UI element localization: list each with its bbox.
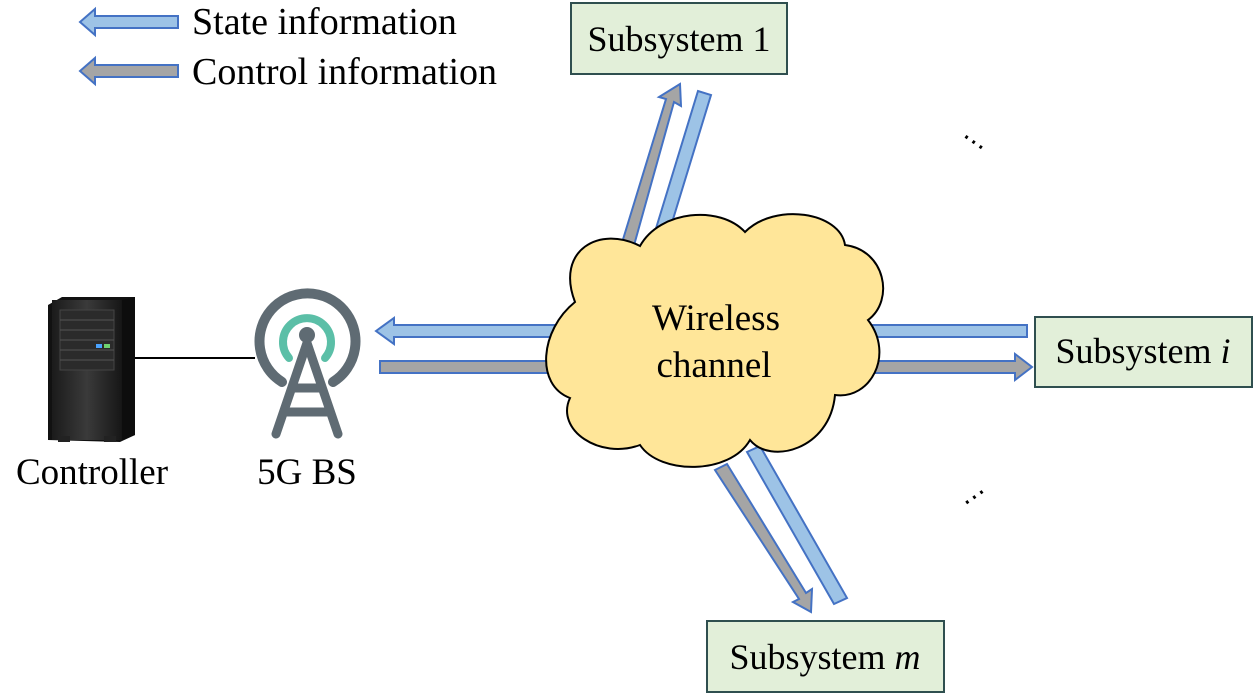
subsystem-i-rect xyxy=(1034,316,1253,388)
control-arrow-to-subsystem-i xyxy=(859,351,1034,383)
legend: State information Control information xyxy=(78,1,497,93)
server-rack-icon xyxy=(48,297,135,442)
ellipsis-lower: ⋯ xyxy=(955,477,993,516)
subsystem-m-rect xyxy=(706,620,945,693)
controller-label: Controller xyxy=(16,452,168,493)
control-arrow-to-subsystem-1 xyxy=(619,82,683,251)
legend-control-label: Control information xyxy=(192,51,497,93)
cloud-shape xyxy=(545,213,884,468)
state-arrow-from-subsystem-m xyxy=(745,444,849,606)
state-arrow-from-subsystem-i xyxy=(869,324,1028,338)
controller-node: Controller xyxy=(16,297,168,493)
legend-state-label: State information xyxy=(192,1,457,43)
base-station-label: 5G BS xyxy=(257,452,357,493)
legend-control-arrow xyxy=(78,55,179,87)
ellipsis-upper: ⋯ xyxy=(955,122,993,161)
subsystem-1-rect xyxy=(570,2,788,75)
legend-state-arrow xyxy=(78,6,179,38)
control-arrow-to-subsystem-m xyxy=(713,462,814,614)
base-station-node: 5G BS xyxy=(254,288,361,493)
subsystem-1-box: Subsystem 1 xyxy=(570,2,788,75)
subsystem-i-box: Subsystem i xyxy=(1034,316,1253,388)
channel-label-line2: channel xyxy=(656,345,771,386)
flow-arrows xyxy=(374,82,1034,614)
channel-label-line1: Wireless xyxy=(652,298,780,339)
wireless-channel-cloud: Wireless channel xyxy=(545,213,884,468)
antenna-tower-icon xyxy=(254,288,361,439)
state-arrow-to-bs xyxy=(374,316,557,346)
subsystem-i-label: Subsystem i xyxy=(1055,331,1230,371)
subsystem-m-label: Subsystem m xyxy=(729,637,920,677)
control-arrow-from-bs xyxy=(379,360,561,374)
subsystem-m-box: Subsystem m xyxy=(706,620,945,693)
subsystem-1-label: Subsystem 1 xyxy=(587,19,770,59)
